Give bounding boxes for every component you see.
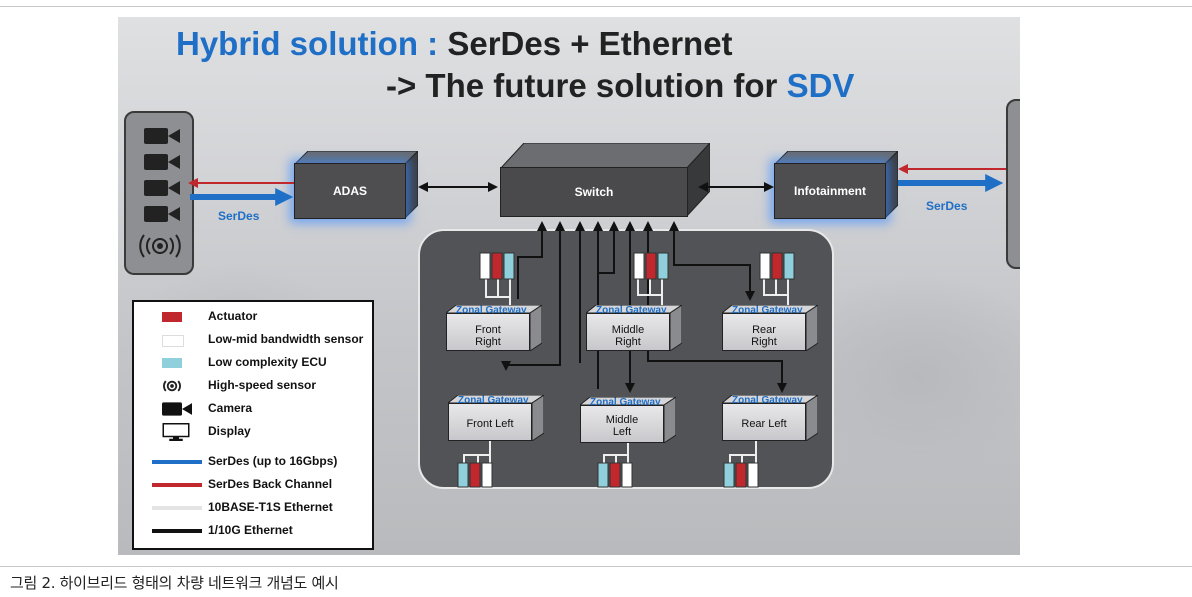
legend-item-serdes: SerDes (up to 16Gbps): [134, 453, 374, 471]
zonal-gateway-label: Zonal Gateway: [590, 397, 661, 408]
gateway-name-line1: Middle: [605, 414, 639, 426]
legend-item-back-channel: SerDes Back Channel: [134, 476, 374, 494]
bottom-rule: [0, 566, 1192, 567]
camera-icon: [144, 153, 180, 171]
legend-line: [152, 483, 202, 487]
legend-label: 1/10G Ethernet: [208, 523, 293, 537]
gateway-name-line1: Rear Left: [741, 418, 787, 430]
device-group-rear-right: [759, 252, 795, 280]
infotainment-box: Infotainment: [774, 151, 898, 219]
title-sdv: SDV: [786, 67, 855, 104]
radar-icon: [158, 378, 186, 394]
legend-line: [152, 460, 202, 464]
camera-panel: [124, 111, 194, 275]
gateway-name-line1: Middle: [611, 324, 645, 336]
adas-box: ADAS: [294, 151, 418, 219]
legend-label: Low complexity ECU: [208, 355, 327, 369]
zonal-gateway-rear-left: Zonal Gateway Rear Left: [722, 395, 818, 441]
legend-label: SerDes (up to 16Gbps): [208, 454, 338, 468]
serdes-label-left: SerDes: [218, 209, 260, 223]
legend-item-1g-ethernet: 1/10G Ethernet: [134, 522, 374, 540]
legend-swatch: [162, 312, 182, 322]
legend-item-display: Display: [134, 423, 374, 441]
camera-icon: [144, 127, 180, 145]
legend-label: Actuator: [208, 309, 258, 323]
gateway-name-line1: Front: [475, 324, 501, 336]
switch-box: Switch: [500, 143, 710, 217]
gateway-name-line2: Right: [751, 336, 777, 348]
device-group-front-left: [457, 462, 493, 488]
legend-line: [152, 529, 202, 533]
title-line-2: -> The future solution for SDV: [386, 67, 854, 105]
legend-label: High-speed sensor: [208, 378, 317, 392]
device-group-rear-left: [723, 462, 759, 488]
architecture-diagram: Hybrid solution : SerDes + Ethernet -> T…: [118, 17, 1020, 555]
zonal-gateway-label: Zonal Gateway: [732, 395, 803, 406]
legend-label: SerDes Back Channel: [208, 477, 333, 491]
gateway-name-line2: Right: [475, 336, 501, 348]
legend-item-ecu: Low complexity ECU: [134, 354, 374, 372]
camera-icon: [144, 205, 180, 223]
display-icon: [162, 423, 190, 441]
title-blue-part: Hybrid solution :: [176, 25, 439, 62]
display-panel: [1006, 99, 1020, 269]
legend-item-10base-t1s: 10BASE-T1S Ethernet: [134, 499, 374, 517]
figure-caption: 그림 2. 하이브리드 형태의 차량 네트워크 개념도 예시: [10, 574, 339, 592]
title-dark-part: -> The future solution for: [386, 67, 787, 104]
legend-item-high-speed-sensor: High-speed sensor: [134, 377, 374, 395]
gateway-name-line1: Front Left: [466, 418, 514, 430]
legend: Actuator Low-mid bandwidth sensor Low co…: [132, 300, 374, 550]
adas-label: ADAS: [294, 163, 406, 219]
legend-label: Camera: [208, 401, 253, 415]
device-group-front-right: [479, 252, 515, 280]
serdes-label-right: SerDes: [926, 199, 968, 213]
title-line-1: Hybrid solution : SerDes + Ethernet: [176, 25, 733, 63]
zonal-gateway-label: Zonal Gateway: [596, 305, 667, 316]
device-group-middle-left: [597, 462, 633, 488]
radar-icon: [138, 233, 182, 259]
legend-item-actuator: Actuator: [134, 308, 374, 326]
legend-line: [152, 506, 202, 510]
camera-icon: [144, 179, 180, 197]
legend-swatch: [162, 335, 184, 347]
camera-icon: [162, 401, 192, 417]
legend-label: 10BASE-T1S Ethernet: [208, 500, 333, 514]
infotainment-label: Infotainment: [774, 163, 886, 219]
zonal-gateway-label: Zonal Gateway: [732, 305, 803, 316]
zonal-gateway-front-left: Zonal Gateway Front Left: [448, 395, 544, 441]
legend-label: Display: [208, 424, 251, 438]
gateway-name-line2: Left: [612, 426, 632, 438]
switch-label: Switch: [500, 167, 688, 217]
legend-item-camera: Camera: [134, 400, 374, 418]
device-group-middle-right: [633, 252, 669, 280]
legend-label: Low-mid bandwidth sensor: [208, 332, 364, 346]
title-dark-part: SerDes + Ethernet: [438, 25, 733, 62]
gateway-name-line2: Right: [615, 336, 641, 348]
gateway-name-line1: Rear: [752, 324, 776, 336]
top-rule: [0, 6, 1192, 7]
zonal-gateway-label: Zonal Gateway: [458, 395, 529, 406]
zonal-gateway-label: Zonal Gateway: [456, 305, 527, 316]
connection-lines: [188, 164, 1006, 488]
legend-item-sensor: Low-mid bandwidth sensor: [134, 331, 374, 349]
legend-swatch: [162, 358, 182, 368]
